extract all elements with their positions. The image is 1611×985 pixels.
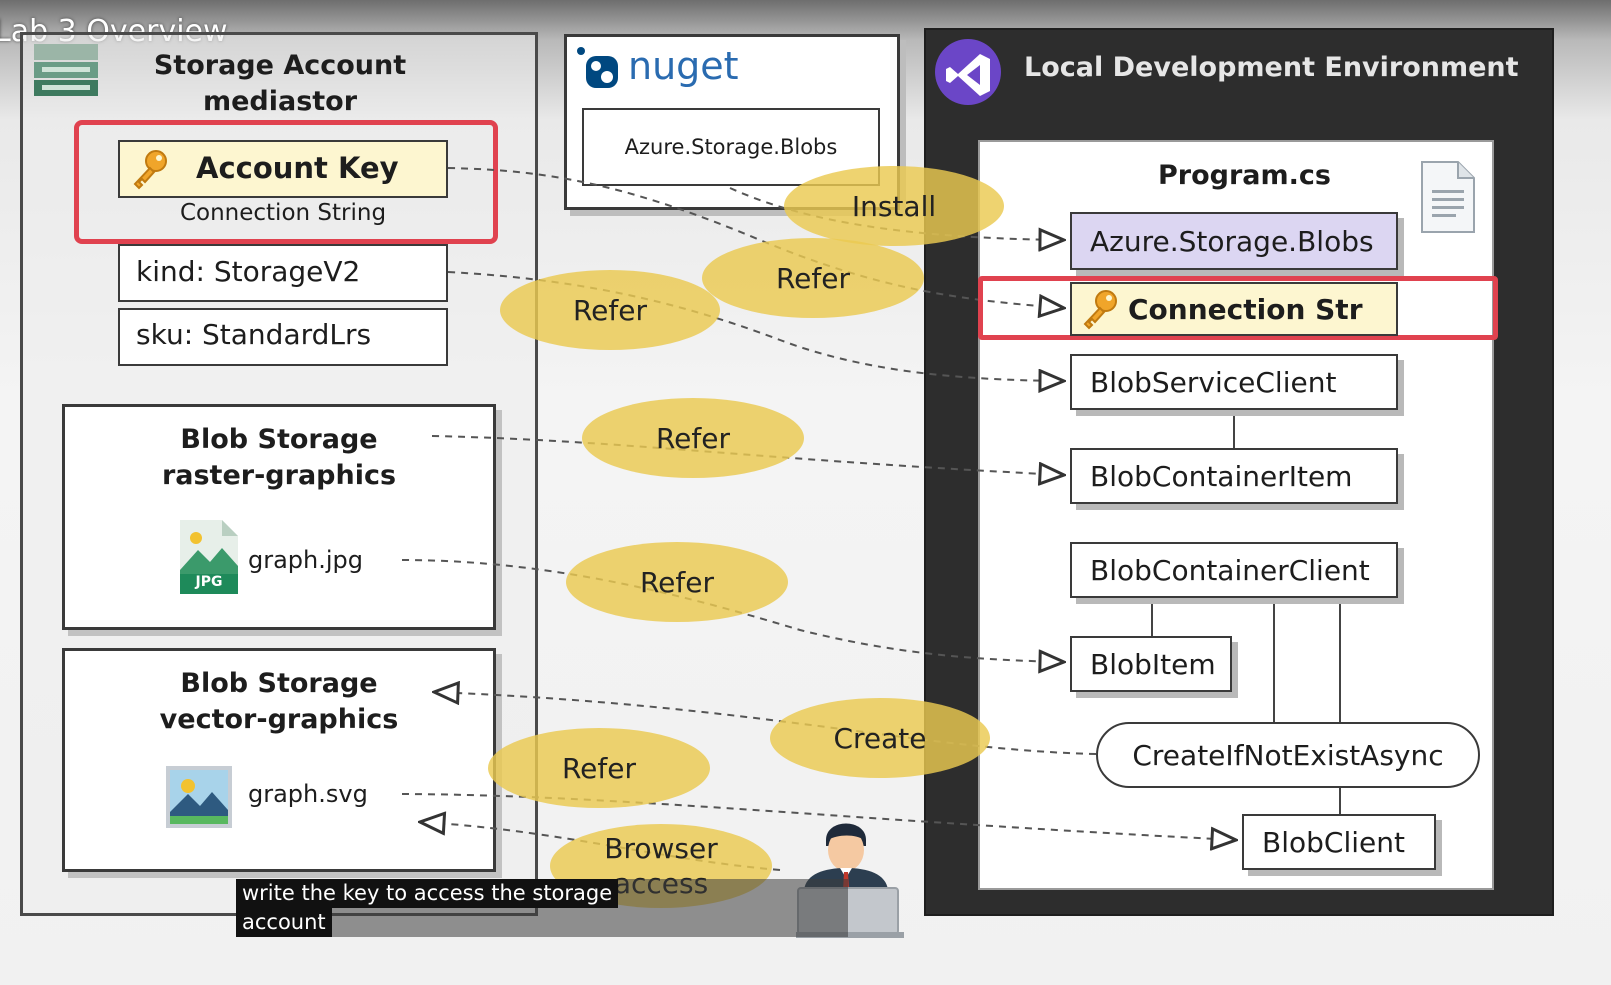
program-blob-service-client: BlobServiceClient xyxy=(1070,354,1398,410)
document-icon xyxy=(1420,160,1476,238)
video-caption-line1: write the key to access the storage xyxy=(236,879,619,908)
raster-file-name: graph.jpg xyxy=(248,546,364,574)
connection-string-label: Connection String xyxy=(179,200,387,226)
create-relation: Create xyxy=(770,698,990,778)
nuget-logo-text: nuget xyxy=(628,44,739,88)
storage-account-heading: Storage Account xyxy=(153,50,407,81)
refer-relation-blob-item: Refer xyxy=(566,542,788,622)
kind-label: kind: StorageV2 xyxy=(136,255,361,288)
program-blob-item: BlobItem xyxy=(1070,636,1232,692)
nuget-icon xyxy=(576,46,622,94)
program-blob-container-item: BlobContainerItem xyxy=(1070,448,1398,504)
local-dev-title: Local Development Environment xyxy=(1024,52,1519,83)
svg-image-icon xyxy=(166,766,234,832)
refer-relation-container-item: Refer xyxy=(582,398,804,478)
sku-box xyxy=(118,308,448,366)
visual-studio-icon xyxy=(934,38,1002,110)
sku-label: sku: StandardLrs xyxy=(136,318,372,351)
program-blob-client: BlobClient xyxy=(1242,814,1436,870)
account-key-label: Account Key xyxy=(196,151,399,185)
storage-icon xyxy=(34,44,98,96)
nuget-package-box xyxy=(582,108,880,186)
account-key-highlight xyxy=(74,120,498,244)
jpg-badge: JPG xyxy=(195,574,223,590)
video-caption-line2: account xyxy=(236,908,332,937)
jpg-image-icon xyxy=(180,520,238,594)
account-key-box xyxy=(118,140,448,198)
install-relation: Install xyxy=(784,166,1004,246)
nuget-package-name: Azure.Storage.Blobs xyxy=(624,135,838,159)
program-create-if-not-exist: CreateIfNotExistAsync xyxy=(1096,722,1480,788)
kind-box xyxy=(118,244,448,302)
program-package-ref: Azure.Storage.Blobs xyxy=(1070,212,1398,270)
blob-raster-container: raster-graphics xyxy=(161,460,397,491)
refer-relation-blob-client: Refer xyxy=(488,728,710,808)
blob-storage-raster-panel xyxy=(62,404,496,630)
refer-relation-service-client: Refer xyxy=(500,270,720,350)
key-icon xyxy=(130,148,170,194)
blob-vector-heading: Blob Storage xyxy=(180,668,378,699)
connection-str-highlight xyxy=(978,276,1498,340)
blob-raster-heading: Blob Storage xyxy=(180,424,378,455)
browser-access-line1: Browser xyxy=(604,832,718,865)
program-connection-str-label: Connection Str xyxy=(1128,292,1363,326)
blob-vector-container: vector-graphics xyxy=(159,704,399,735)
program-cs-title: Program.cs xyxy=(1158,160,1331,191)
storage-account-name: mediastor xyxy=(202,86,358,117)
program-connection-str: Connection Str xyxy=(1070,282,1398,336)
connection-key-icon xyxy=(1080,288,1120,334)
program-blob-container-client: BlobContainerClient xyxy=(1070,542,1398,598)
refer-relation-connection: Refer xyxy=(702,238,924,318)
vector-file-name: graph.svg xyxy=(248,780,368,808)
